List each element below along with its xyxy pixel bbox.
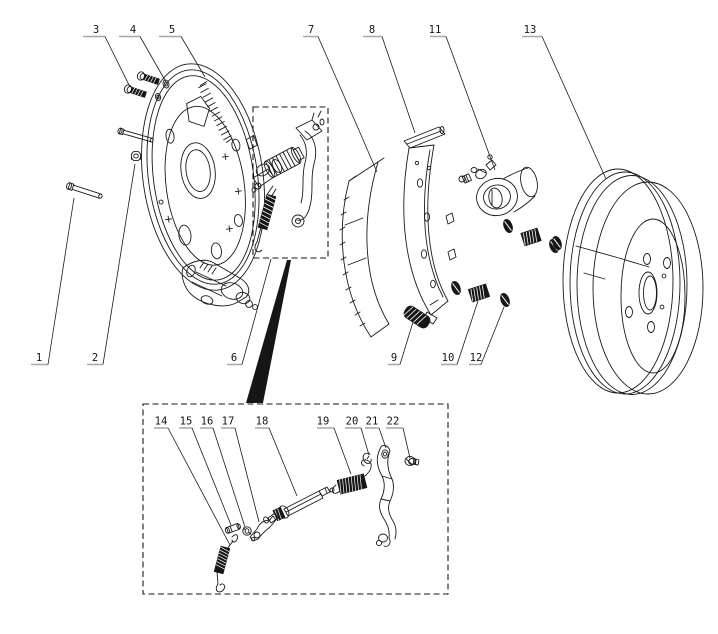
parking-lever-drawing [375, 445, 397, 547]
tension-spring-drawing [213, 534, 239, 593]
leader-line [167, 427, 231, 546]
callout-number: 6 [231, 352, 237, 364]
leader-line [180, 36, 206, 78]
callout-number: 21 [366, 416, 379, 428]
callout-14: 14 [154, 416, 231, 546]
leader-line [104, 36, 131, 88]
leader-line [212, 427, 246, 528]
leader-line [268, 427, 298, 497]
leader-line [191, 427, 232, 526]
callout-11: 11 [429, 24, 496, 171]
callout-number: 8 [369, 24, 375, 36]
callout-number: 9 [391, 352, 397, 364]
adjuster-lever-drawing [249, 515, 277, 542]
callout-number: 4 [130, 24, 136, 36]
clevis-pin-drawing [224, 523, 241, 534]
callout-19: 19 [317, 416, 352, 475]
callout-8: 8 [363, 24, 416, 134]
callout-21: 21 [365, 416, 387, 449]
callout-number: 18 [256, 416, 269, 428]
callout-17: 17 [221, 416, 260, 523]
callout-number: 2 [92, 352, 98, 364]
leader-line [399, 321, 414, 365]
leader-line [47, 197, 75, 365]
callout-number: 10 [442, 352, 455, 364]
callout-number: 1 [36, 352, 42, 364]
coil-spring-drawing [331, 459, 372, 495]
plate-lever-cluster [181, 259, 258, 310]
leader-line [480, 306, 505, 365]
callout-16: 16 [200, 416, 246, 528]
callout-number: 16 [201, 416, 214, 428]
leader-line [241, 258, 272, 365]
callout-12: 12 [469, 306, 505, 366]
callout-number: 17 [222, 416, 235, 428]
callout-22: 22 [386, 416, 411, 459]
adjuster-assembly-drawing [251, 110, 325, 253]
c-clip-drawing [362, 452, 372, 464]
long-bolt-drawing [66, 182, 103, 199]
leader-line [456, 300, 479, 365]
bolt-washer-set-drawing [123, 71, 170, 101]
leader-line [333, 427, 352, 475]
callout-2: 2 [87, 163, 136, 366]
leader-line [445, 36, 496, 171]
callout-number: 19 [317, 416, 330, 428]
callout-1: 1 [31, 197, 75, 366]
brake-drum-drawing [562, 168, 704, 395]
callout-7: 7 [303, 24, 378, 173]
callout-13: 13 [522, 24, 607, 180]
leader-line [234, 427, 260, 523]
callout-number: 15 [180, 416, 193, 428]
callout-9: 9 [388, 321, 414, 366]
callout-number: 3 [93, 24, 99, 36]
wheel-cylinder-drawing [458, 154, 538, 217]
pivot-bolt-drawing [404, 456, 420, 466]
shoe-spring-drawing [403, 305, 431, 329]
leader-line [402, 427, 411, 459]
callout-number: 5 [169, 24, 175, 36]
brake-lining-drawing [339, 157, 390, 338]
hardware-detail-box [142, 403, 449, 595]
callout-5: 5 [159, 24, 206, 78]
brake-shoe-drawing [403, 126, 457, 325]
adjuster-screw-drawing [263, 486, 335, 524]
leader-line [317, 36, 378, 173]
callout-15: 15 [179, 416, 232, 526]
callout-4: 4 [119, 24, 167, 83]
callout-number: 12 [470, 352, 483, 364]
leader-line [139, 36, 167, 83]
leader-line [541, 36, 607, 180]
washer-drawing [242, 526, 252, 536]
callout-number: 7 [308, 24, 314, 36]
callout-number: 22 [387, 416, 400, 428]
backing-plate-drawing [141, 63, 265, 310]
nut-drawing [130, 151, 142, 161]
hold-down-hardware-drawing [451, 219, 562, 307]
leader-line [360, 427, 370, 456]
callout-3: 3 [83, 24, 131, 88]
leader-line [102, 163, 136, 365]
callout-18: 18 [255, 416, 298, 497]
callout-6: 6 [227, 258, 272, 366]
artwork-layer [66, 63, 704, 593]
callout-20: 20 [345, 416, 370, 456]
adjuster-detail-box [252, 106, 329, 259]
leader-line [381, 36, 416, 134]
callout-number: 20 [346, 416, 359, 428]
leader-line [378, 427, 387, 449]
detail-parts-group [213, 445, 420, 593]
callout-number: 13 [524, 24, 537, 36]
magnifier-wedge [246, 260, 291, 403]
callout-10: 10 [441, 300, 479, 366]
callout-number: 11 [429, 24, 442, 36]
callout-number: 14 [155, 416, 168, 428]
